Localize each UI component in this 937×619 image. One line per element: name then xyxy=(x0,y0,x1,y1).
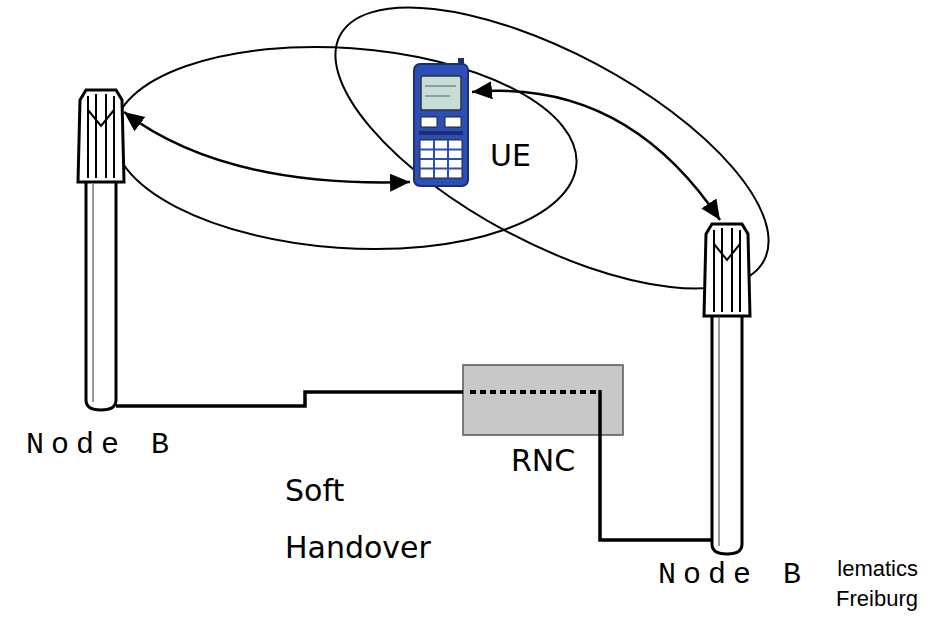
wire-stub xyxy=(116,404,124,408)
node-label: UE xyxy=(490,138,531,174)
radio-link xyxy=(124,112,410,182)
node-label: Node B xyxy=(658,558,808,592)
node-label: Node B xyxy=(26,428,176,462)
antenna-mark xyxy=(714,244,740,260)
base-station: Node B xyxy=(704,222,750,554)
user-equipment: UE xyxy=(410,58,472,190)
rnc-box xyxy=(463,365,623,435)
phone-keypad-grid xyxy=(420,140,462,178)
phone-screen-line xyxy=(425,85,456,87)
antenna-head xyxy=(78,90,124,182)
base-station: Node B xyxy=(78,88,124,414)
wire-stub xyxy=(704,538,712,542)
internal-link xyxy=(470,390,600,394)
internal-link xyxy=(598,390,602,435)
antenna-head-group xyxy=(704,224,750,316)
phone-body xyxy=(414,64,468,186)
phone-keypad xyxy=(420,140,462,178)
wire-link xyxy=(124,392,463,406)
wire-link xyxy=(600,435,704,540)
phone-key xyxy=(421,117,437,127)
phone-screen xyxy=(421,76,461,110)
watermark: lematics xyxy=(837,556,918,582)
cell-coverage xyxy=(295,0,808,345)
tower-pole xyxy=(86,180,116,410)
handover-label: Soft Handover xyxy=(285,462,485,576)
phone-band xyxy=(419,131,463,135)
tower-pole xyxy=(712,314,742,554)
antenna-panels xyxy=(714,228,740,312)
tower-pole-shade xyxy=(718,318,720,546)
controller-box: RNC xyxy=(463,365,623,435)
cell-coverage xyxy=(107,32,584,264)
node-label: RNC xyxy=(511,443,575,479)
phone-key xyxy=(445,117,461,127)
watermark: Freiburg xyxy=(836,586,918,612)
phone-screen-line xyxy=(425,95,450,97)
radio-link xyxy=(472,91,720,220)
antenna-head xyxy=(704,224,750,316)
tower-pole-shade xyxy=(92,184,94,402)
antenna-mark xyxy=(88,110,114,126)
antenna-panels xyxy=(88,94,114,178)
